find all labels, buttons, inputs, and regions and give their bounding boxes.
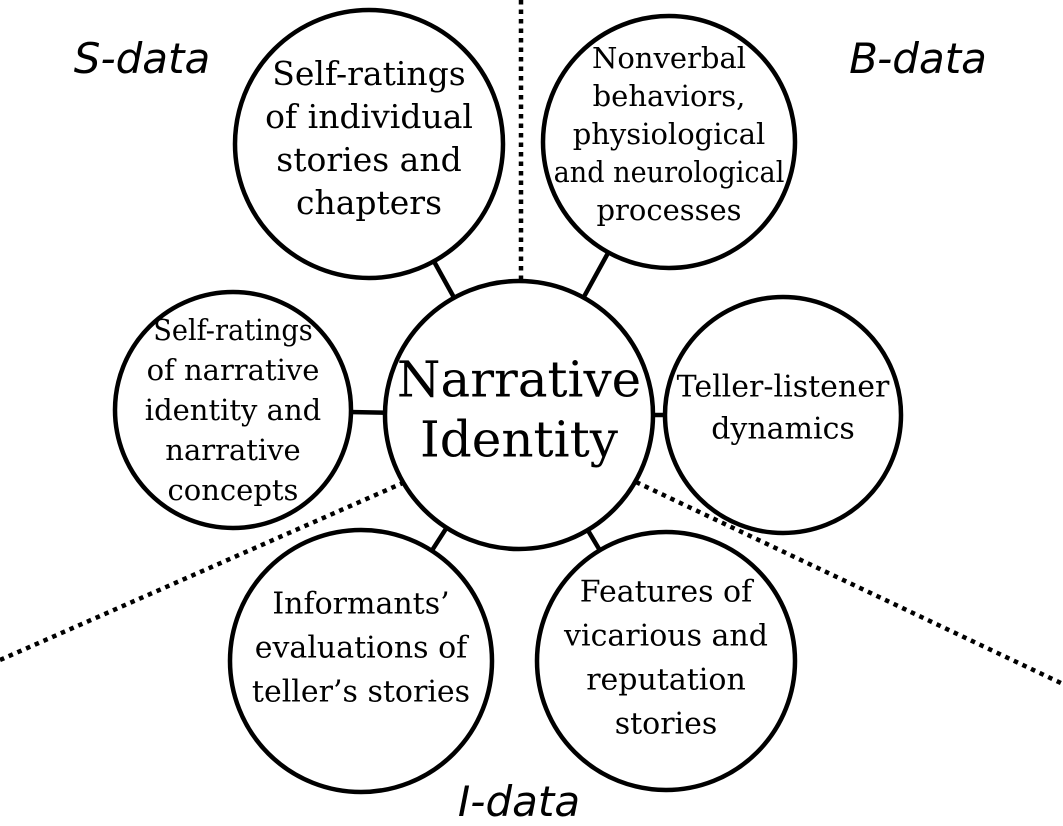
node-self-ratings-identity: Self-ratings of narrative identity and narr… xyxy=(112,289,354,531)
node-label-line: Self-ratings xyxy=(153,313,312,347)
node-circle xyxy=(112,289,354,531)
node-label-line: Informants’ xyxy=(272,587,449,622)
connector-self-ratings-stories xyxy=(430,258,458,301)
region-dividers xyxy=(0,0,1063,687)
node-circle xyxy=(540,13,798,271)
divider-s-i xyxy=(0,479,406,663)
node-circle xyxy=(232,7,506,281)
category-label-i-data: I-data xyxy=(458,777,580,826)
node-informants-evaluations: Informants’ evaluations of teller’s storie… xyxy=(227,527,495,795)
center-node-label-line: Identity xyxy=(420,411,619,469)
node-label-line: processes xyxy=(596,193,741,227)
node-label-line: of narrative xyxy=(147,353,320,387)
node-label-line: behaviors, xyxy=(593,79,746,113)
node-label-line: Self-ratings xyxy=(272,54,465,93)
connector-self-ratings-identity xyxy=(348,409,388,415)
connector-vicarious-reputation xyxy=(584,527,603,554)
center-node-circle xyxy=(382,278,656,552)
node-circle xyxy=(534,529,798,793)
node-label-line: teller’s stories xyxy=(252,675,470,710)
divider-b-i xyxy=(635,479,1063,687)
nodes: Self-ratings of individual stories and chap… xyxy=(112,7,904,795)
node-label-line: evaluations of xyxy=(255,631,469,666)
node-circle xyxy=(662,294,904,536)
node-label-line: Features of xyxy=(580,575,754,610)
category-label-b-data: B-data xyxy=(849,34,987,83)
category-label-s-data: S-data xyxy=(74,34,210,83)
connector-lines xyxy=(348,249,667,554)
node-label-line: chapters xyxy=(296,183,442,222)
node-label-line: stories and xyxy=(276,140,461,179)
node-label-line: vicarious and xyxy=(563,619,768,654)
connector-nonverbal-behaviors xyxy=(580,249,612,301)
node-label-line: Nonverbal xyxy=(592,41,746,75)
node-label-line: and neurological xyxy=(554,155,785,189)
node-label-line: stories xyxy=(615,707,718,742)
center-node-label-line: Narrative xyxy=(397,351,641,409)
node-label-line: Teller-listener xyxy=(677,370,890,405)
node-vicarious-reputation: Features of vicarious and reputation storie… xyxy=(534,529,798,793)
node-self-ratings-stories: Self-ratings of individual stories and chap… xyxy=(232,7,506,281)
node-label-line: narrative xyxy=(165,433,300,467)
connector-informants-evaluations xyxy=(428,524,450,554)
node-label-line: identity and xyxy=(145,393,321,427)
node-label-line: concepts xyxy=(168,473,299,507)
category-labels: S-data B-data I-data xyxy=(74,34,987,826)
node-teller-listener: Teller-listener dynamics xyxy=(662,294,904,536)
node-label-line: dynamics xyxy=(711,412,855,447)
node-label-line: physiological xyxy=(573,117,766,151)
node-nonverbal-behaviors: Nonverbal behaviors, physiological and neur… xyxy=(540,13,798,271)
node-circle xyxy=(227,527,495,795)
node-label-line: reputation xyxy=(586,663,746,698)
node-label-line: of individual xyxy=(265,97,473,136)
